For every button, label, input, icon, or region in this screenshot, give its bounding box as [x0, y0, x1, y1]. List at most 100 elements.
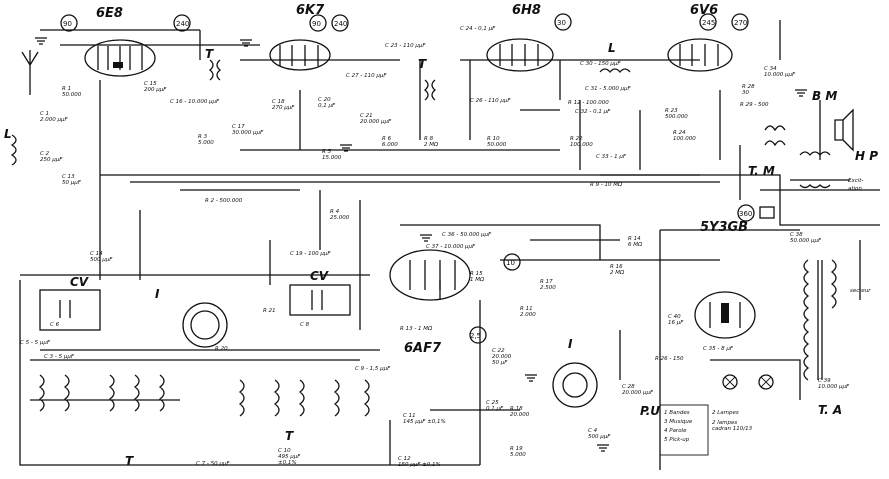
r2-label: R 2 - 500.000: [205, 198, 243, 204]
svg-text:B M: B M: [812, 89, 837, 103]
r29-label: R 29 - 500: [740, 102, 769, 108]
tube-name: 6E8: [96, 6, 123, 21]
table-row: 5 Pick-up: [664, 437, 690, 443]
svg-text:T: T: [205, 47, 214, 61]
svg-text:10: 10: [506, 259, 515, 267]
svg-text:2,5: 2,5: [470, 332, 481, 340]
coils-t2: T: [238, 379, 370, 443]
coils-t1: T: [38, 374, 165, 468]
svg-text:T: T: [418, 57, 427, 71]
table-row: 3 Musique: [664, 419, 693, 425]
c36-label: C 36 - 50.000 µµF: [442, 232, 492, 238]
svg-text:90: 90: [63, 20, 72, 28]
tube-name: 5Y3GB: [700, 220, 748, 235]
antenna-icon: [21, 50, 39, 95]
power-transformer-ta: T. A secteur: [803, 259, 871, 417]
transformer-t4: T: [418, 57, 437, 101]
ground-symbols: [35, 37, 807, 452]
c6-label: C 6: [50, 322, 60, 328]
c27-label: C 27 - 110 µµF: [346, 73, 387, 79]
svg-text:L: L: [4, 127, 12, 141]
transformer-t3: T: [205, 47, 222, 81]
wiring: [19, 20, 880, 470]
svg-text:Excit-: Excit-: [848, 178, 863, 184]
switch-function-table: 1 Bandes 3 Musique 4 Parole 5 Pick-up 2 …: [659, 404, 753, 456]
svg-text:ation: ation: [848, 186, 862, 192]
table-row: 2 Lampes: [712, 410, 739, 416]
c31-label: C 31 - 5.000 µµF: [585, 86, 632, 92]
c5-label: C 5 - 5 µµF: [20, 340, 51, 346]
tube-name: 6H8: [512, 3, 541, 18]
svg-text:T. M: T. M: [748, 164, 775, 178]
c9-label: C 9 - 1,5 µµF: [355, 366, 391, 372]
svg-text:CV: CV: [310, 269, 330, 283]
svg-text:360: 360: [739, 210, 752, 218]
svg-text:secteur: secteur: [850, 288, 871, 294]
svg-text:T: T: [125, 454, 134, 468]
c30-label: C 30 - 150 µµF: [580, 61, 621, 67]
svg-text:I: I: [155, 287, 160, 301]
tube-6v6: 6V6 245 270: [667, 3, 749, 72]
c33-label: C 33 - 1 µF: [596, 154, 627, 160]
c7-label: C 7 - 50 µµF: [196, 461, 230, 467]
c23-label: C 23 - 110 µµF: [385, 43, 426, 49]
coil-l3: L: [599, 41, 631, 74]
c8-label: C 8: [300, 322, 310, 328]
bandswitch-i1: I: [155, 287, 228, 348]
tube-5y3gb: 5Y3GB 360: [694, 204, 775, 339]
tube-name: 6K7: [296, 3, 325, 18]
c16-label: C 16 - 10.000 µµF: [170, 99, 220, 105]
c3-label: C 3 - 5 µµF: [44, 354, 75, 360]
coil-l1: L: [4, 127, 17, 166]
r13-label: R 13 - 1 MΩ: [400, 326, 433, 332]
svg-text:P.U: P.U: [640, 404, 660, 418]
c32-label: C 32 - 0,1 µF: [575, 109, 611, 115]
tube-6h8: 6H8 30: [486, 3, 572, 72]
tube-6af7: 6AF7 10 2,5: [389, 249, 521, 356]
c26-label: C 26 - 110 µµF: [470, 98, 511, 104]
tube-6e8: 6E8 90 240: [60, 6, 191, 77]
svg-text:L: L: [608, 41, 616, 55]
svg-text:H P: H P: [855, 149, 878, 163]
svg-text:30: 30: [557, 19, 566, 27]
r12-label: R 12 - 100.000: [568, 100, 609, 106]
svg-text:90: 90: [312, 20, 321, 28]
tube-6k7: 6K7 90 240: [269, 3, 349, 71]
c24-label: C 24 - 0,1 µF: [460, 26, 496, 32]
c35-label: C 35 - 8 µF: [703, 346, 734, 352]
r20-label: R 20: [215, 346, 228, 352]
variable-cap-cv2: CV: [289, 269, 351, 316]
tube-name: 6AF7: [404, 341, 442, 356]
speaker-icon: B M H P T. M: [748, 89, 878, 178]
r9-label: R 9 - 10 MΩ: [590, 182, 623, 188]
svg-text:240: 240: [176, 20, 189, 28]
